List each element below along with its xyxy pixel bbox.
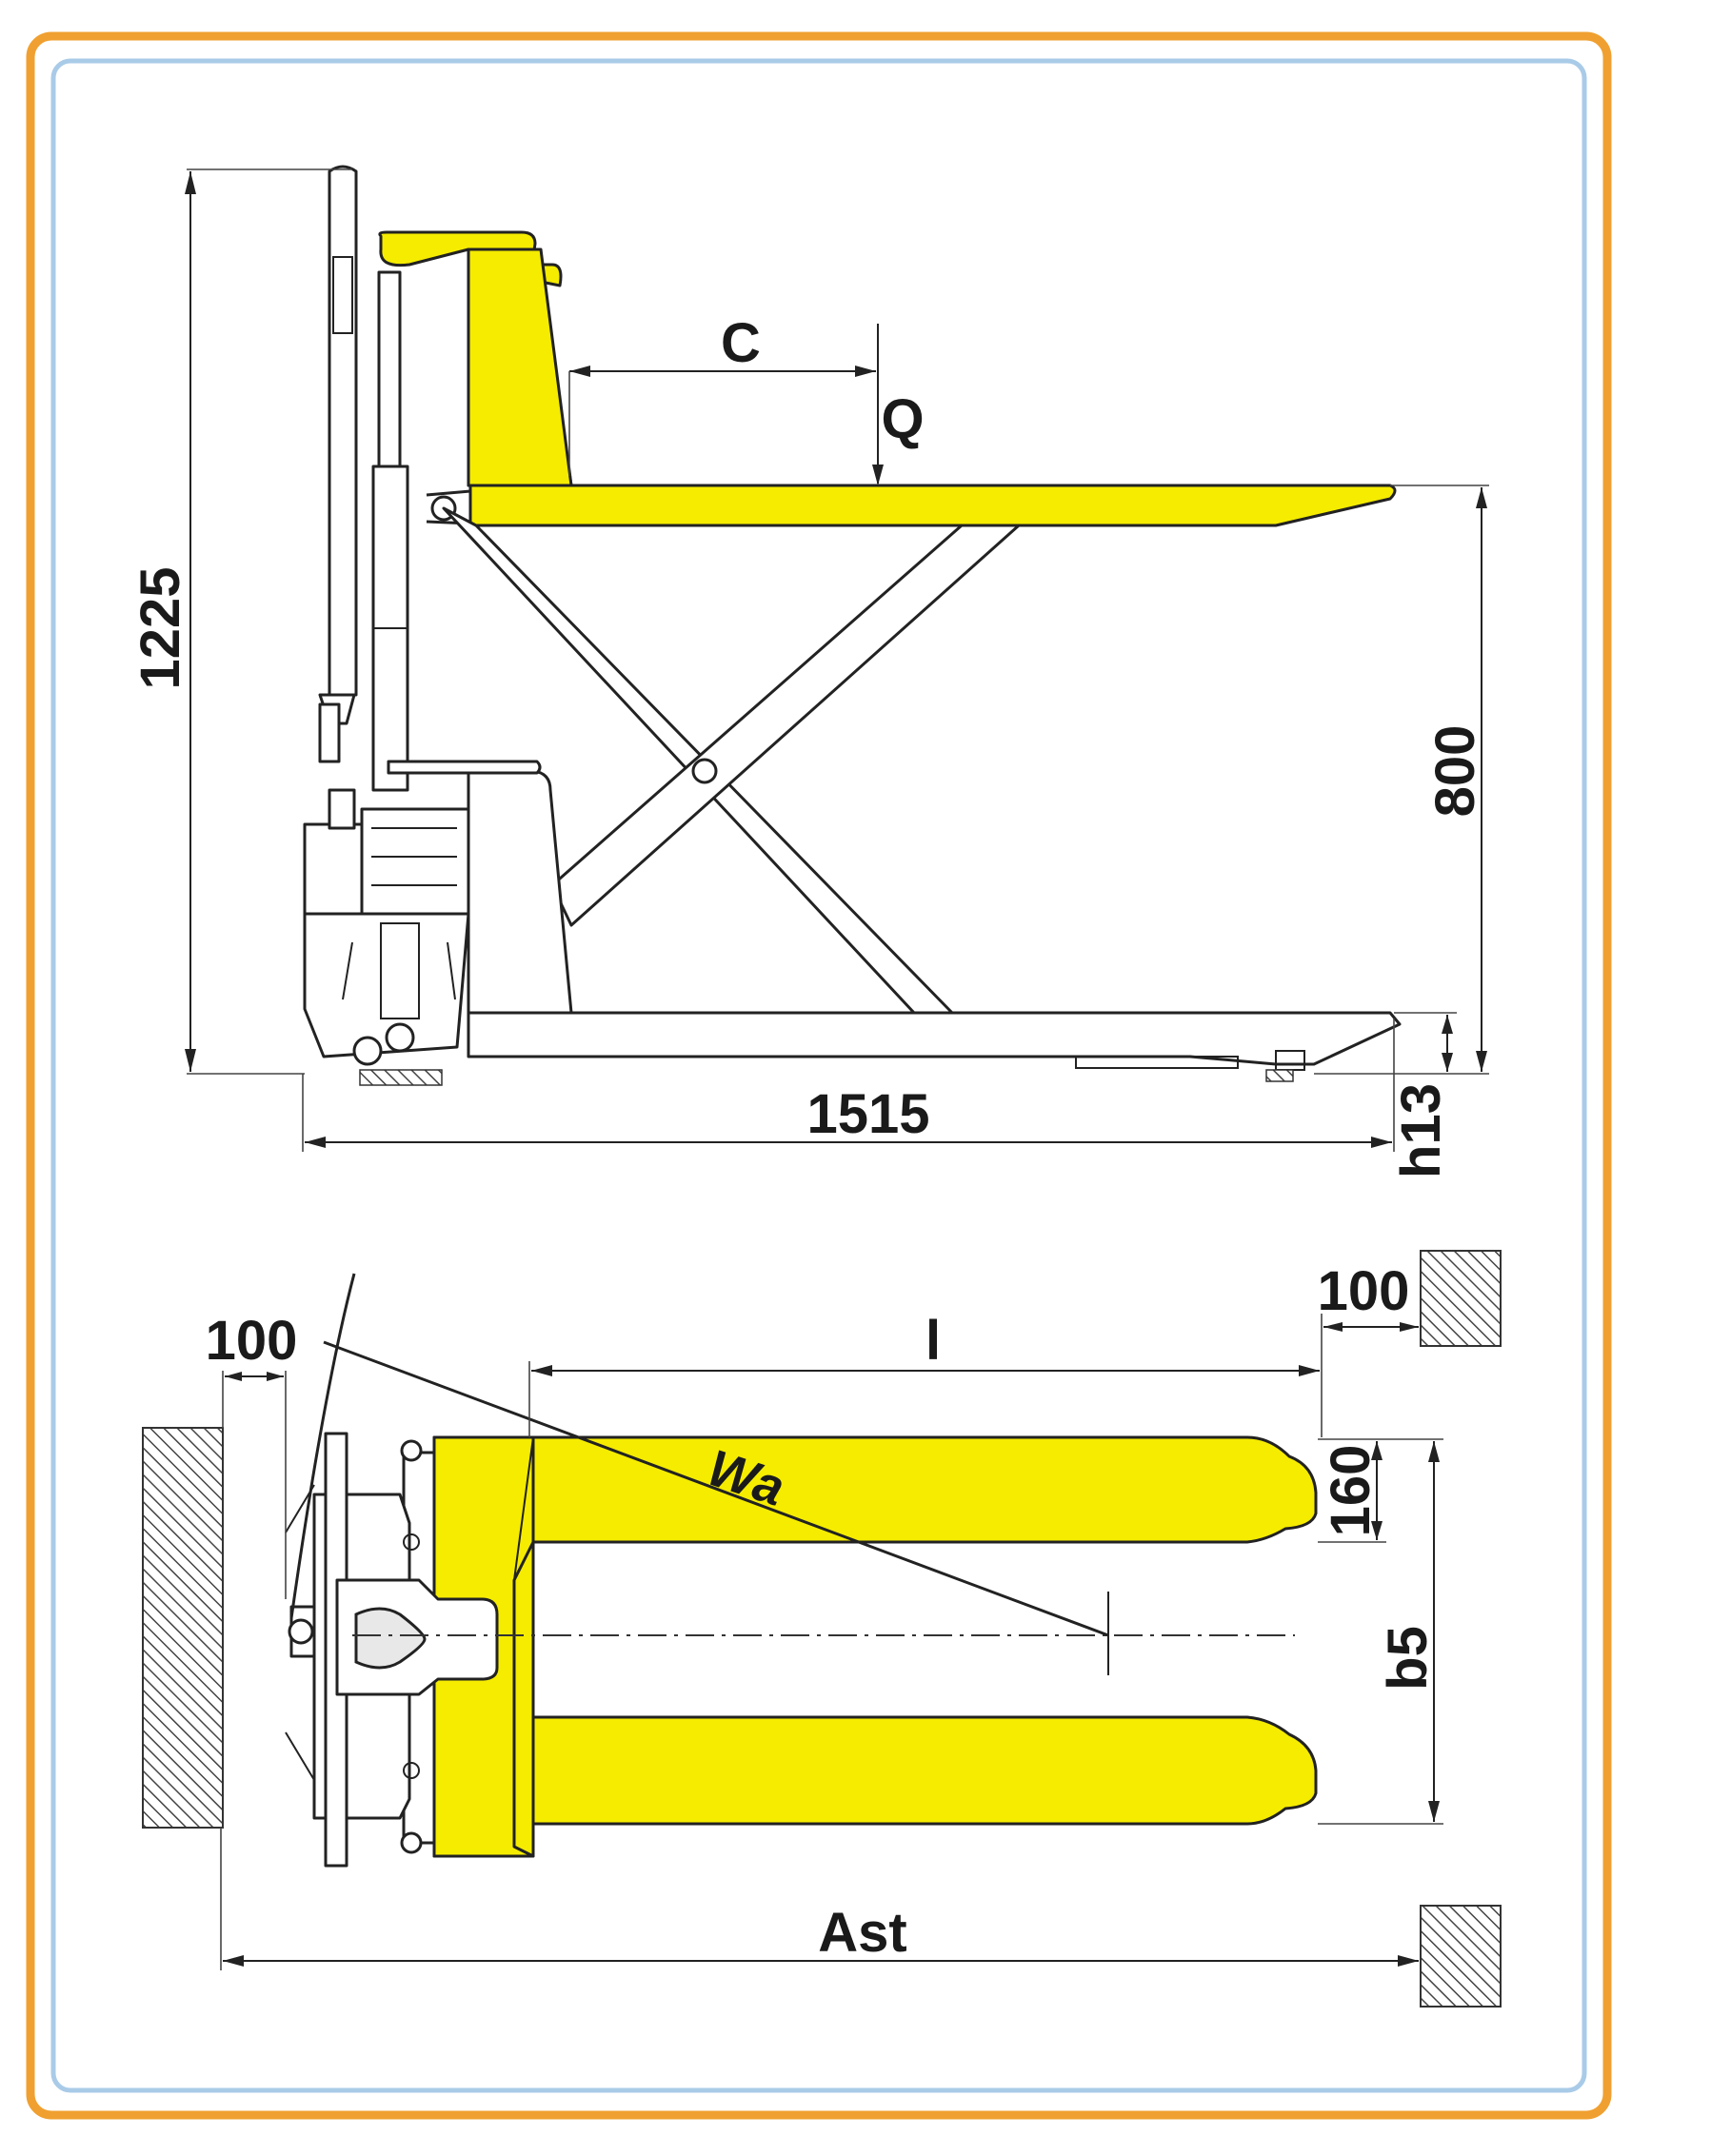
label-800: 800 <box>1424 725 1486 818</box>
lowered-chassis <box>467 1011 1402 1066</box>
scissor-lift <box>442 506 1021 1015</box>
steer-head-top <box>285 1432 499 1868</box>
dim-lowered-height: h13 <box>1390 1012 1457 1178</box>
dim-aisle-width: Ast <box>220 1828 1419 1970</box>
label-ast: Ast <box>818 1902 906 1964</box>
wall-left <box>142 1427 224 1829</box>
top-view: Wa 100 100 l <box>142 1250 1502 2008</box>
dim-total-height: 1225 <box>129 168 352 1075</box>
dim-fork-length: l <box>528 1310 1320 1437</box>
raised-fork <box>468 484 1397 527</box>
label-100-left: 100 <box>206 1310 298 1372</box>
label-100-right: 100 <box>1318 1260 1410 1322</box>
dim-lift-height: 800 <box>1314 485 1489 1075</box>
dim-load-center: C <box>568 312 876 476</box>
dim-fork-width: 160 <box>1318 1438 1386 1543</box>
forks-top <box>432 1435 1318 1858</box>
label-l: l <box>925 1310 941 1372</box>
pump-unit <box>303 702 573 1058</box>
label-c: C <box>721 312 761 374</box>
dim-load: Q <box>872 324 925 485</box>
label-q: Q <box>881 388 924 450</box>
dim-clearance-right: 100 <box>1318 1260 1419 1437</box>
side-view: 1225 C Q 800 <box>129 165 1489 1178</box>
wall-right-bottom <box>1420 1905 1502 2008</box>
label-160: 160 <box>1320 1445 1382 1537</box>
label-h13: h13 <box>1390 1083 1452 1178</box>
outer-frame <box>26 31 1612 2120</box>
label-b5: b5 <box>1377 1626 1439 1691</box>
inner-frame <box>50 58 1587 2093</box>
wall-right-top <box>1420 1250 1502 1347</box>
load-backrest <box>378 230 573 487</box>
steer-wheel <box>352 1022 1294 1086</box>
label-1225: 1225 <box>129 566 191 689</box>
tiller-handle <box>318 165 409 792</box>
dim-length: 1515 <box>302 1019 1395 1152</box>
label-1515: 1515 <box>806 1083 929 1145</box>
dim-clearance-left: 100 <box>206 1310 298 1599</box>
dim-outer-width: b5 <box>1318 1438 1443 1825</box>
